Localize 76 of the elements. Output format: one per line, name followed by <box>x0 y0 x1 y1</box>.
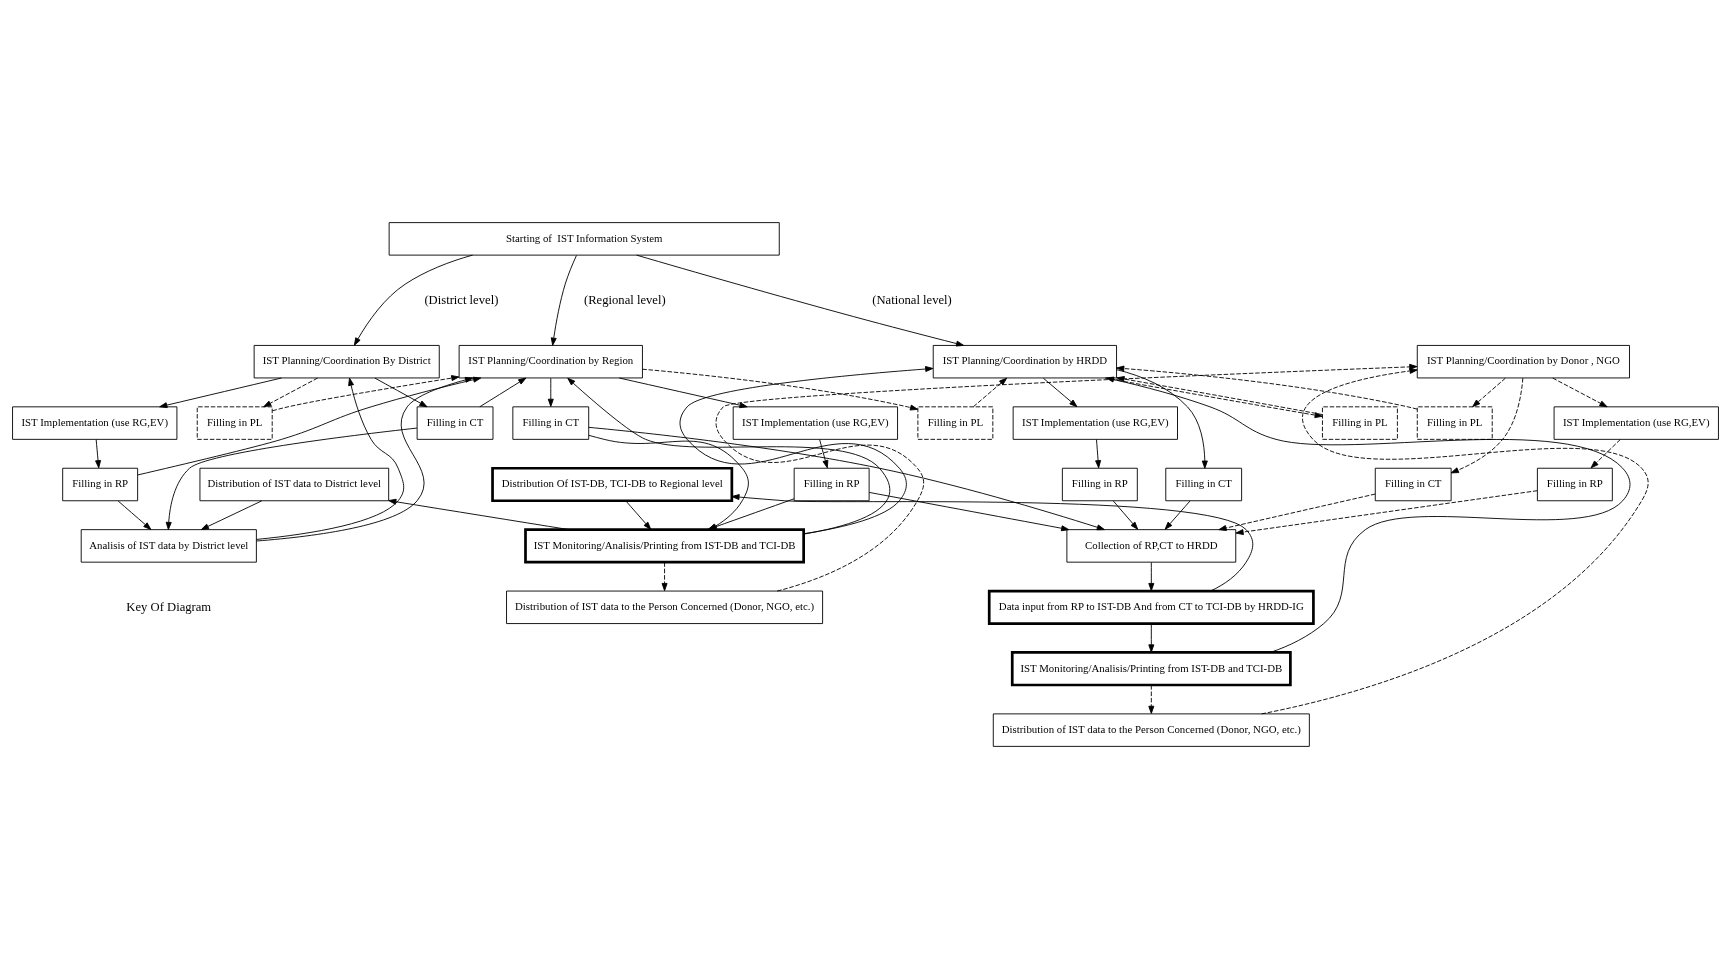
arrow <box>1148 684 1155 714</box>
node-box: Distribution of IST data to District level <box>199 467 390 502</box>
node-box: IST Monitoring/Analisis/Printing from IST-DB and TCI-DB <box>524 528 805 564</box>
node-box: Filling in CT <box>416 406 494 440</box>
arrow <box>1112 500 1139 530</box>
node-box: Filling in RP <box>62 467 139 502</box>
arrow <box>200 500 263 531</box>
arrow <box>868 491 1070 532</box>
arrow <box>1235 490 1538 536</box>
node-box: Filling in CT <box>1374 467 1452 502</box>
node-box: Filling in PL <box>917 406 994 440</box>
node-box: Filling in CT <box>1165 467 1243 502</box>
node-box: Filling in PL <box>196 406 273 440</box>
node-box: Starting of IST Information System <box>388 222 780 256</box>
node-box: Collection of RP,CT to HRDD <box>1066 529 1237 563</box>
arrow <box>388 498 570 531</box>
node-box: IST Implementation (use RG,EV) <box>1012 406 1178 440</box>
arrow <box>159 377 282 409</box>
label: (Regional level) <box>583 292 666 307</box>
node-box: IST Planning/Coordination By District <box>253 345 440 379</box>
arrow <box>1261 367 1649 715</box>
node-box: Filling in RP <box>793 467 870 502</box>
arrow <box>1148 623 1155 653</box>
node-box: Data input from RP to IST-DB And from CT to TCI-DB by HRDD-IG <box>987 589 1315 625</box>
arrow <box>1552 377 1608 408</box>
node-box: Filling in PL <box>1322 406 1398 440</box>
arrow <box>256 376 474 542</box>
arrow <box>1450 377 1524 474</box>
arrow <box>1472 377 1506 408</box>
arrow <box>973 377 1008 408</box>
node-box: Distribution of IST data to the Person Concerned (Donor, NGO, etc.) <box>992 713 1310 747</box>
arrow <box>479 377 527 408</box>
node-box: IST Monitoring/Analisis/Printing from IST-DB and TCI-DB <box>1010 651 1292 687</box>
arrow <box>731 494 1254 592</box>
arrow <box>117 500 152 530</box>
arrow <box>715 363 1418 592</box>
arrow <box>1095 439 1102 469</box>
node-box: IST Implementation (use RG,EV) <box>732 406 898 440</box>
node-box: Filling in RP <box>1061 467 1138 502</box>
arrow <box>1042 377 1078 408</box>
arrow <box>374 377 428 408</box>
arrow <box>567 377 891 535</box>
arrow <box>547 377 554 407</box>
arrow <box>550 255 577 346</box>
arrow <box>353 254 473 346</box>
node-box: Filling in PL <box>1416 406 1493 440</box>
node-box: Analisis of IST data by District level <box>80 529 257 563</box>
label: Key Of Diagram <box>126 599 212 614</box>
node-box: Distribution Of IST-DB, TCI-DB to Regional level <box>491 466 734 503</box>
arrow <box>256 377 405 540</box>
arrow <box>271 375 460 412</box>
node-box: IST Planning/Coordination by Donor , NGO <box>1416 345 1630 379</box>
label: (District level) <box>424 292 499 307</box>
node-box: Filling in CT <box>512 406 590 440</box>
node-box: Filling in RP <box>1536 467 1613 502</box>
arrow <box>95 439 102 469</box>
arrow <box>618 377 748 409</box>
arrow <box>679 366 934 535</box>
arrow <box>636 254 965 347</box>
node-box: IST Planning/Coordination by HRDD <box>932 345 1117 379</box>
arrow <box>1148 562 1155 592</box>
arrow <box>165 427 418 530</box>
arrow <box>819 439 829 469</box>
arrow <box>1164 500 1191 530</box>
node-box: IST Implementation (use RG,EV) <box>12 406 178 440</box>
arrow <box>661 562 668 592</box>
arrow <box>642 368 919 411</box>
label: (National level) <box>872 292 952 307</box>
arrow <box>137 376 482 476</box>
node-box: IST Planning/Coordination by Region <box>458 345 643 379</box>
node-box: Distribution of IST data to the Person Concerned (Donor, NGO, etc.) <box>506 590 824 625</box>
arrow <box>263 377 318 408</box>
arrow <box>1218 493 1376 531</box>
arrow <box>1590 439 1621 469</box>
arrow <box>625 500 652 530</box>
node-box: IST Implementation (use RG,EV) <box>1553 406 1719 440</box>
